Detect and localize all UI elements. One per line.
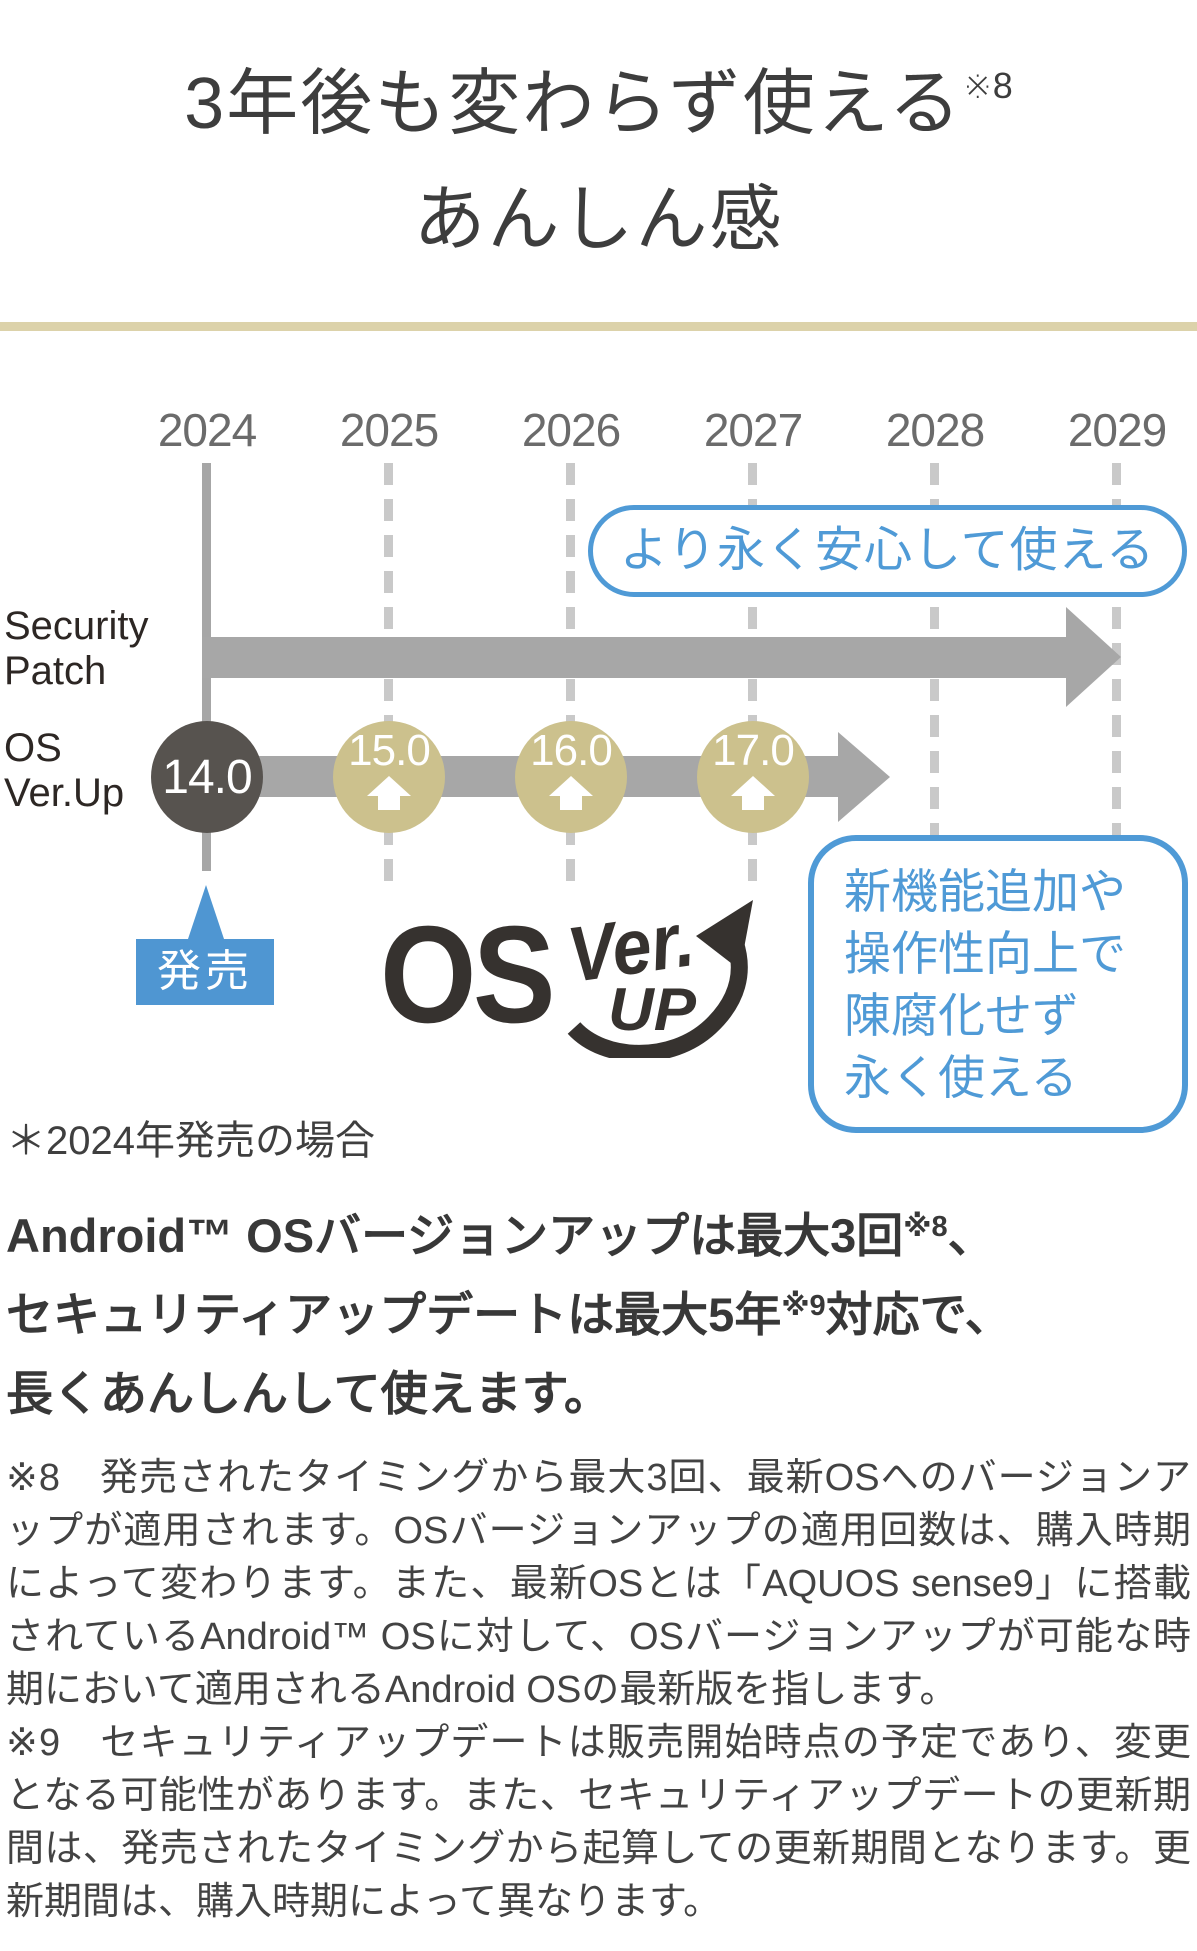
os-version-14-marker: 14.0 xyxy=(151,721,263,833)
logo-ver-text: Ver. xyxy=(562,894,699,999)
upgrade-arrow-icon xyxy=(549,776,593,810)
release-badge: 発売 xyxy=(136,939,274,1005)
page-title-line2: あんしん感 xyxy=(413,180,784,260)
lead-line2: セキュリティアップデートは最大5年※9対応で、 xyxy=(6,1288,1012,1341)
os-verup-logo: OS Ver. UP xyxy=(380,894,753,1058)
logo-swoosh-arc xyxy=(567,939,748,1058)
year-label-2025: 2025 xyxy=(339,404,439,456)
lead-line3: 長くあんしんして使えます。 xyxy=(6,1367,611,1420)
logo-os-text: OS xyxy=(380,898,552,1052)
os-version-15-marker: 15.0 xyxy=(333,721,445,833)
footnotes: ※8 発売されたタイミングから最大3回、最新OSへのバージョンアップが適用されま… xyxy=(6,1452,1191,1929)
logo-up-text: UP xyxy=(608,976,697,1043)
lead-line1: Android™ OSバージョンアップは最大3回※8、 xyxy=(6,1209,995,1262)
os-version-17-marker: 17.0 xyxy=(697,721,809,833)
page-title: 3年後も変わらず使える※8 あんしん感 xyxy=(0,52,1197,272)
release-pointer-icon xyxy=(188,885,224,939)
logo-swoosh-arrowhead-icon xyxy=(696,900,753,970)
footnote-9: ※9 セキュリティアップデートは販売開始時点の予定であり、変更となる可能性があり… xyxy=(6,1722,1191,1923)
footnote-ref-9: ※9 xyxy=(781,1290,826,1322)
lead-paragraph: Android™ OSバージョンアップは最大3回※8、 セキュリティアップデート… xyxy=(6,1200,1191,1429)
os-verup-arrowhead-icon xyxy=(838,732,890,822)
footnote-ref-8: ※8 xyxy=(962,65,1013,106)
year-label-2029: 2029 xyxy=(1067,404,1167,456)
year-label-2026: 2026 xyxy=(521,404,621,456)
footnote-ref-8: ※8 xyxy=(903,1211,948,1243)
callout-new-features: 新機能追加や 操作性向上で 陳腐化せず 永く使える xyxy=(808,835,1188,1133)
security-patch-bar xyxy=(202,637,1066,678)
upgrade-arrow-icon xyxy=(367,776,411,810)
callout-long-term-safety: より永く安心して使える xyxy=(588,505,1187,597)
upgrade-arrow-icon xyxy=(731,776,775,810)
section-divider xyxy=(0,322,1197,331)
page-title-line1: 3年後も変わらず使える※8 xyxy=(184,64,1013,144)
year-label-2028: 2028 xyxy=(885,404,985,456)
footnote-8: ※8 発売されたタイミングから最大3回、最新OSへのバージョンアップが適用されま… xyxy=(6,1457,1191,1711)
year-label-2024: 2024 xyxy=(157,404,257,456)
os-verup-row-label: OS Ver.Up xyxy=(4,726,125,815)
security-patch-row-label: Security Patch xyxy=(4,604,149,693)
security-patch-arrowhead-icon xyxy=(1066,607,1121,707)
year-label-2027: 2027 xyxy=(703,404,803,456)
timeline-note: ＊2024年発売の場合 xyxy=(6,1119,375,1163)
os-version-16-marker: 16.0 xyxy=(515,721,627,833)
